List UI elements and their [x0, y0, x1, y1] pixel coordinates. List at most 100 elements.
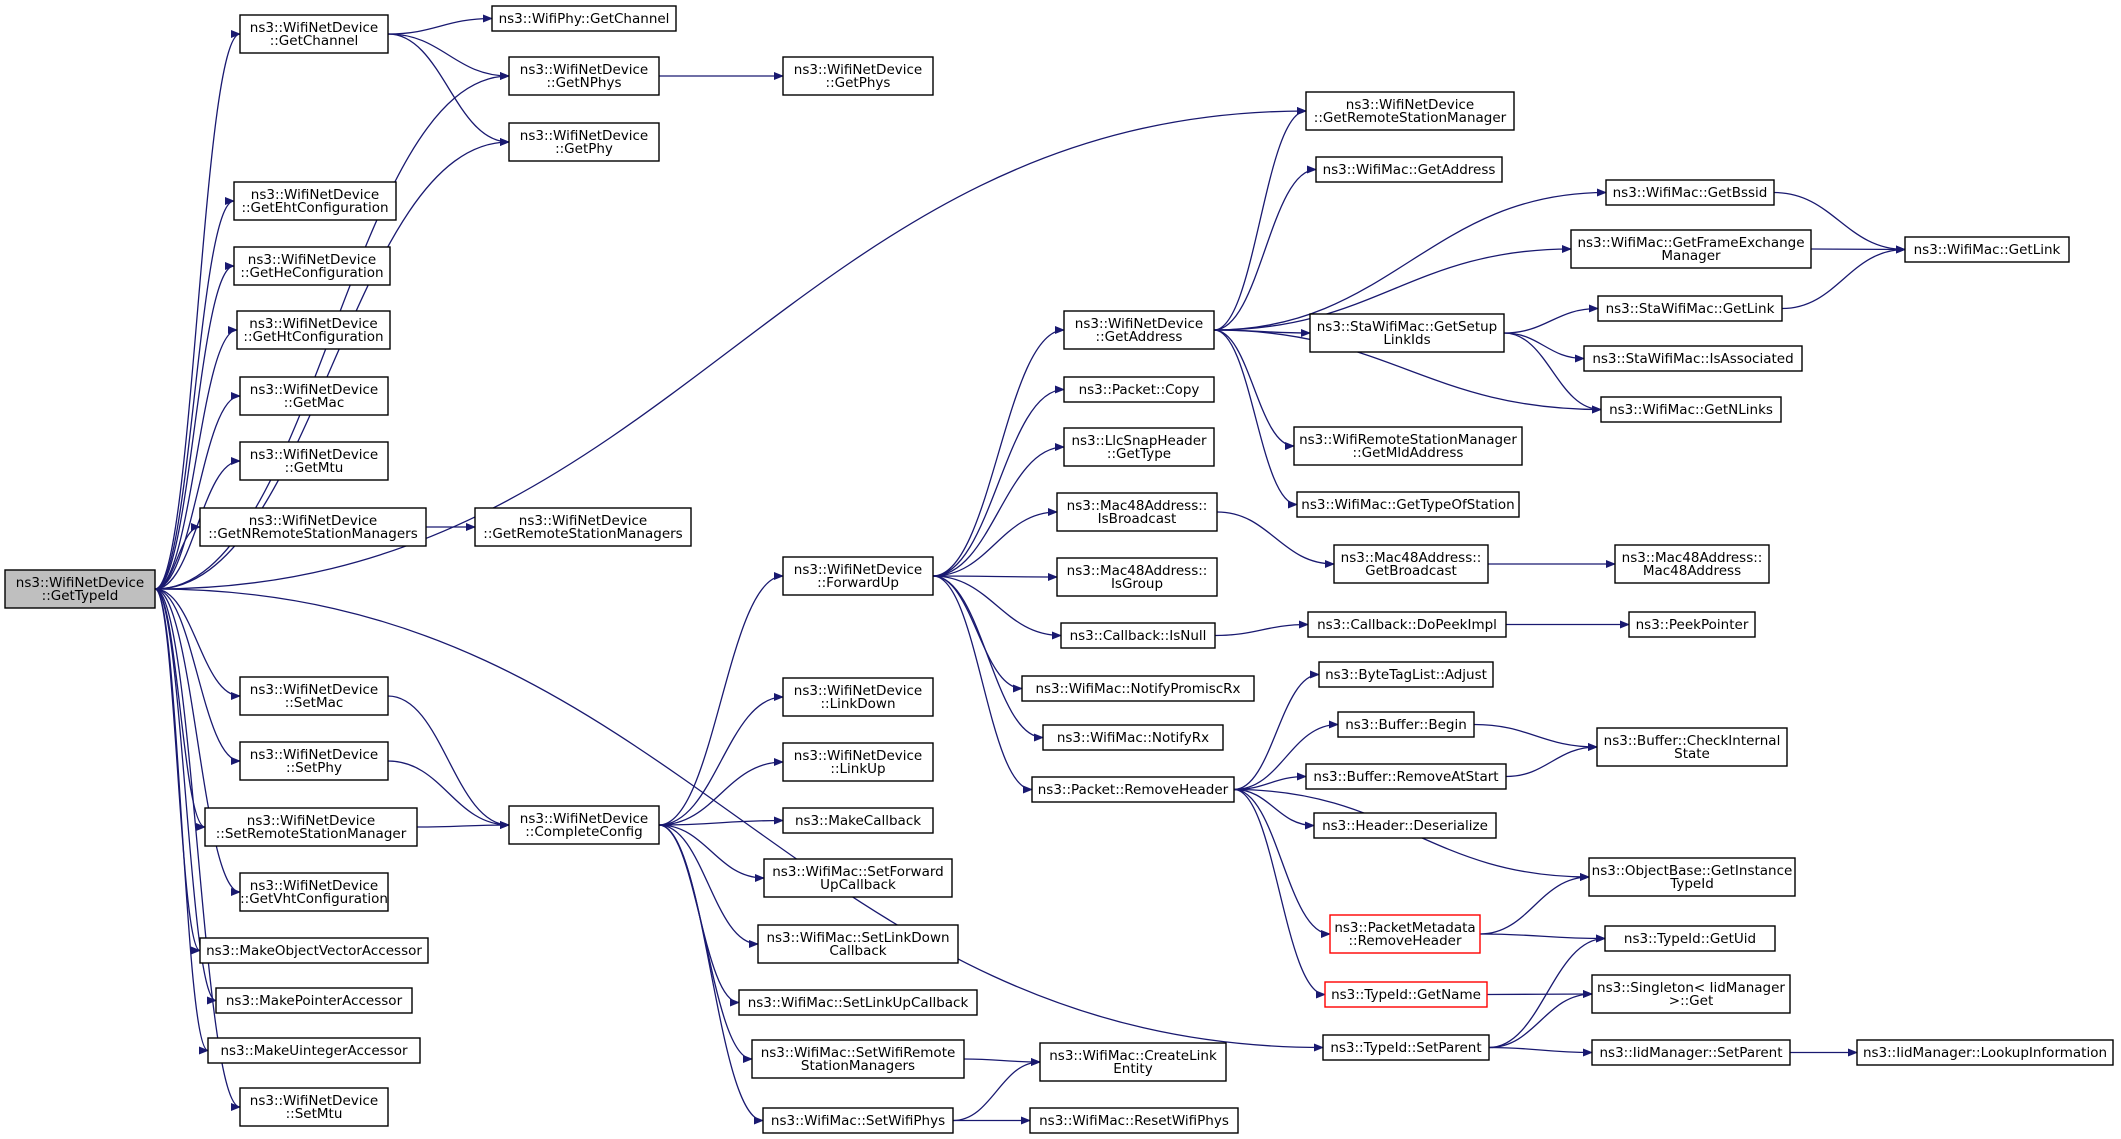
node-ns3-wifinetdevice-getremotestationmanagers[interactable]: ns3::WifiNetDevice::GetRemoteStationMana… [474, 507, 692, 547]
node-ns3-wifimac-getbssid[interactable]: ns3::WifiMac::GetBssid [1605, 179, 1775, 206]
node-ns3-wifimac-notifyrx[interactable]: ns3::WifiMac::NotifyRx [1042, 724, 1224, 751]
node-ns3-bytetaglist-adjust[interactable]: ns3::ByteTagList::Adjust [1318, 661, 1494, 688]
node-box[interactable] [1605, 179, 1775, 206]
node-ns3-wifinetdevice-forwardup[interactable]: ns3::WifiNetDevice::ForwardUp [782, 556, 934, 596]
node-box[interactable] [239, 872, 389, 912]
node-box[interactable] [1591, 974, 1791, 1014]
node-ns3-wifinetdevice-getmac[interactable]: ns3::WifiNetDevice::GetMac [239, 376, 389, 416]
node-box[interactable] [508, 56, 660, 96]
node-box[interactable] [1293, 426, 1523, 466]
node-ns3-iidmanager-setparent[interactable]: ns3::IidManager::SetParent [1591, 1039, 1791, 1066]
node-ns3-wifinetdevice-setremotestationmanager[interactable]: ns3::WifiNetDevice::SetRemoteStationMana… [204, 807, 418, 847]
node-box[interactable] [1628, 611, 1756, 638]
node-box[interactable] [1329, 914, 1481, 954]
node-ns3-wifiremotestationmanager-getmldaddress[interactable]: ns3::WifiRemoteStationManager::GetMldAdd… [1293, 426, 1523, 466]
node-ns3-typeid-getname[interactable]: ns3::TypeId::GetName [1324, 981, 1488, 1008]
node-box[interactable] [199, 937, 429, 964]
node-ns3-makecallback[interactable]: ns3::MakeCallback [782, 807, 934, 834]
node-box[interactable] [1063, 310, 1215, 350]
node-box[interactable] [1307, 611, 1507, 638]
node-box[interactable] [1591, 1039, 1791, 1066]
node-ns3-mac48address-isbroadcast[interactable]: ns3::Mac48Address::IsBroadcast [1056, 492, 1218, 532]
node-ns3-header-deserialize[interactable]: ns3::Header::Deserialize [1313, 812, 1497, 839]
node-box[interactable] [1570, 229, 1812, 269]
node-ns3-wifimac-setlinkupcallback[interactable]: ns3::WifiMac::SetLinkUpCallback [738, 989, 978, 1016]
node-box[interactable] [1309, 313, 1505, 353]
node-ns3-wifimac-notifypromiscrx[interactable]: ns3::WifiMac::NotifyPromiscRx [1021, 675, 1255, 702]
node-ns3-callback-dopeekimpl[interactable]: ns3::Callback::DoPeekImpl [1307, 611, 1507, 638]
node-box[interactable] [4, 569, 156, 609]
node-box[interactable] [738, 989, 978, 1016]
node-ns3-packet-copy[interactable]: ns3::Packet::Copy [1063, 376, 1215, 403]
node-ns3-wifinetdevice-getheconfiguration[interactable]: ns3::WifiNetDevice::GetHeConfiguration [233, 246, 391, 286]
node-ns3-wifinetdevice-getnremotestationmanagers[interactable]: ns3::WifiNetDevice::GetNRemoteStationMan… [199, 507, 427, 547]
node-box[interactable] [199, 507, 427, 547]
node-ns3-wifinetdevice-gethtconfiguration[interactable]: ns3::WifiNetDevice::GetHtConfiguration [236, 310, 391, 350]
node-box[interactable] [763, 858, 953, 898]
node-ns3-callback-isnull[interactable]: ns3::Callback::IsNull [1060, 622, 1216, 649]
node-box[interactable] [239, 1087, 389, 1127]
node-ns3-wifinetdevice-getvhtconfiguration[interactable]: ns3::WifiNetDevice::GetVhtConfiguration [239, 872, 389, 912]
node-box[interactable] [782, 56, 934, 96]
node-ns3-stawifimac-isassociated[interactable]: ns3::StaWifiMac::IsAssociated [1583, 345, 1803, 372]
node-ns3-wifimac-getaddress[interactable]: ns3::WifiMac::GetAddress [1315, 156, 1503, 183]
node-ns3-iidmanager-lookupinformation[interactable]: ns3::IidManager::LookupInformation [1856, 1039, 2114, 1066]
node-ns3-wifimac-getnlinks[interactable]: ns3::WifiMac::GetNLinks [1600, 396, 1782, 423]
node-box[interactable] [1600, 396, 1782, 423]
node-ns3-peekpointer[interactable]: ns3::PeekPointer [1628, 611, 1756, 638]
node-box[interactable] [782, 807, 934, 834]
node-ns3-mac48address-isgroup[interactable]: ns3::Mac48Address::IsGroup [1056, 557, 1218, 597]
node-box[interactable] [1031, 776, 1235, 803]
node-ns3-mac48address-mac48address[interactable]: ns3::Mac48Address::Mac48Address [1614, 544, 1770, 584]
node-ns3-wifinetdevice-setmtu[interactable]: ns3::WifiNetDevice::SetMtu [239, 1087, 389, 1127]
node-ns3-wifinetdevice-getehtconfiguration[interactable]: ns3::WifiNetDevice::GetEhtConfiguration [233, 181, 397, 221]
node-box[interactable] [474, 507, 692, 547]
node-box[interactable] [239, 441, 389, 481]
node-box[interactable] [239, 676, 389, 716]
node-box[interactable] [751, 1039, 965, 1079]
node-box[interactable] [1322, 1034, 1490, 1061]
node-box[interactable] [1021, 675, 1255, 702]
node-box[interactable] [1904, 236, 2070, 263]
node-ns3-wifimac-getlink[interactable]: ns3::WifiMac::GetLink [1904, 236, 2070, 263]
node-box[interactable] [1324, 981, 1488, 1008]
node-box[interactable] [1063, 376, 1215, 403]
node-box[interactable] [1333, 544, 1489, 584]
node-ns3-mac48address-getbroadcast[interactable]: ns3::Mac48Address::GetBroadcast [1333, 544, 1489, 584]
node-box[interactable] [1318, 661, 1494, 688]
node-ns3-singleton-iidmanager-get[interactable]: ns3::Singleton< IidManager>::Get [1591, 974, 1791, 1014]
node-box[interactable] [1042, 724, 1224, 751]
node-ns3-wifimac-gettypeofstation[interactable]: ns3::WifiMac::GetTypeOfStation [1296, 491, 1520, 518]
node-box[interactable] [1056, 557, 1218, 597]
node-ns3-makeuintegeraccessor[interactable]: ns3::MakeUintegerAccessor [207, 1037, 421, 1064]
node-ns3-stawifimac-getlink[interactable]: ns3::StaWifiMac::GetLink [1597, 295, 1783, 322]
node-box[interactable] [1856, 1039, 2114, 1066]
node-ns3-wifimac-setwifiremotestationmanagers[interactable]: ns3::WifiMac::SetWifiRemoteStationManage… [751, 1039, 965, 1079]
node-box[interactable] [207, 1037, 421, 1064]
node-box[interactable] [1296, 491, 1520, 518]
node-ns3-wifinetdevice-completeconfig[interactable]: ns3::WifiNetDevice::CompleteConfig [508, 805, 660, 845]
node-box[interactable] [1583, 345, 1803, 372]
node-box[interactable] [1337, 711, 1475, 738]
node-ns3-wifinetdevice-getphy[interactable]: ns3::WifiNetDevice::GetPhy [508, 122, 660, 162]
node-ns3-wifinetdevice-linkdown[interactable]: ns3::WifiNetDevice::LinkDown [782, 677, 934, 717]
node-box[interactable] [239, 14, 389, 54]
node-box[interactable] [757, 924, 959, 964]
node-box[interactable] [782, 556, 934, 596]
node-box[interactable] [782, 677, 934, 717]
node-ns3-wifinetdevice-setmac[interactable]: ns3::WifiNetDevice::SetMac [239, 676, 389, 716]
node-box[interactable] [782, 742, 934, 782]
node-ns3-buffer-begin[interactable]: ns3::Buffer::Begin [1337, 711, 1475, 738]
node-ns3-wifimac-resetwifiphys[interactable]: ns3::WifiMac::ResetWifiPhys [1029, 1107, 1239, 1134]
node-ns3-wifinetdevice-getphys[interactable]: ns3::WifiNetDevice::GetPhys [782, 56, 934, 96]
node-box[interactable] [1614, 544, 1770, 584]
node-box[interactable] [236, 310, 391, 350]
node-box[interactable] [204, 807, 418, 847]
node-ns3-wifinetdevice-getaddress[interactable]: ns3::WifiNetDevice::GetAddress [1063, 310, 1215, 350]
node-ns3-wifinetdevice-setphy[interactable]: ns3::WifiNetDevice::SetPhy [239, 741, 389, 781]
node-ns3-wifinetdevice-getchannel[interactable]: ns3::WifiNetDevice::GetChannel [239, 14, 389, 54]
